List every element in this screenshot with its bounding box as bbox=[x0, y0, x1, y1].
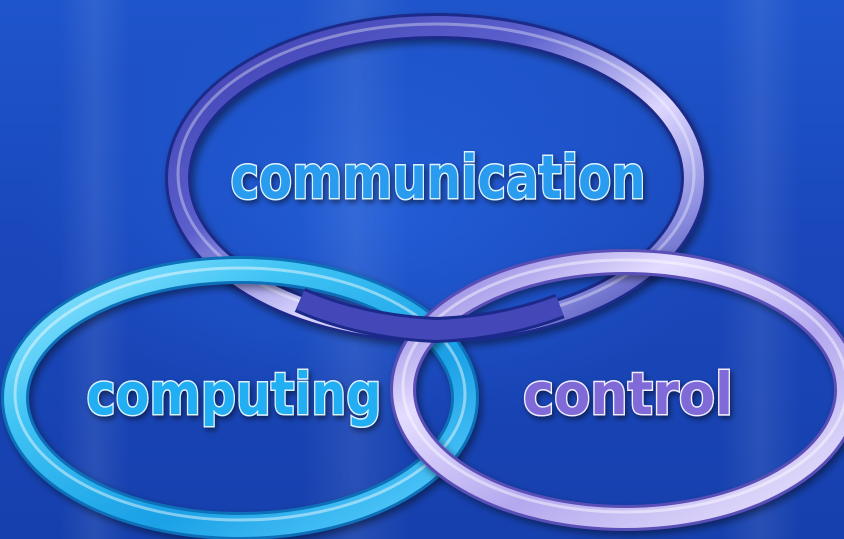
computing-ring bbox=[1, 256, 479, 539]
communication-label: communication bbox=[231, 143, 646, 213]
control-label: control bbox=[523, 360, 733, 428]
communication-ring-overlap bbox=[294, 288, 565, 344]
control-ring bbox=[390, 249, 844, 531]
background-streak bbox=[60, 0, 130, 539]
computing-label: computing bbox=[87, 360, 382, 428]
